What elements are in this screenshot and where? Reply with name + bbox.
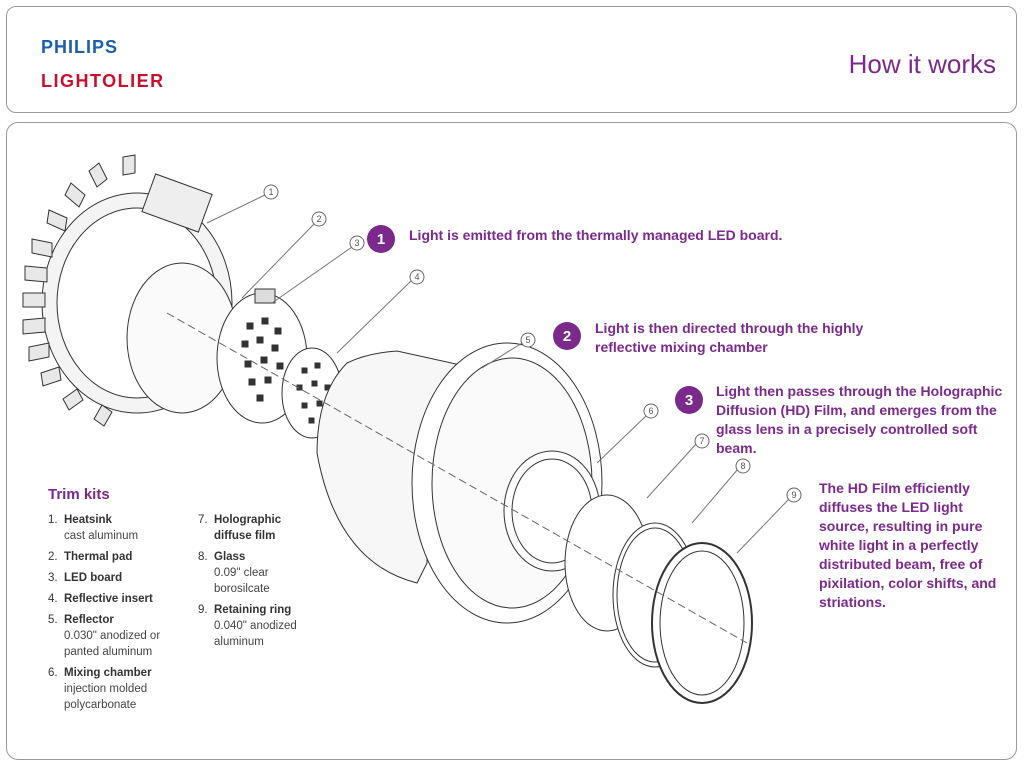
trim-kit-body: Heatsink cast aluminum (64, 512, 138, 544)
callout-5: 5 (520, 332, 536, 348)
svg-text:3: 3 (354, 238, 359, 248)
trim-kit-description: 0.030" anodized or panted aluminum (64, 630, 161, 658)
svg-text:4: 4 (414, 272, 419, 282)
trim-kit-body: Mixing chamber injection molded polycarbo… (64, 665, 198, 713)
trim-kit-item: 4. Reflective insert (48, 591, 198, 607)
trim-kit-item: 1. Heatsink cast aluminum (48, 512, 198, 544)
trim-kit-body: LED board (64, 570, 122, 586)
trim-kit-name: Reflective insert (64, 593, 153, 605)
trim-kit-item: 5. Reflector 0.030" anodized or panted alu… (48, 612, 198, 660)
trim-kit-number: 1. (48, 514, 58, 526)
trim-kit-name: Holographic diffuse film (214, 514, 282, 542)
step-badge-1: 1 (367, 225, 395, 253)
philips-logo: PHILIPS (41, 37, 119, 57)
callout-8: 8 (735, 458, 751, 474)
step-badge-2: 2 (553, 322, 581, 350)
trim-kit-number: 4. (48, 593, 58, 605)
trim-kit-body: Reflector 0.030" anodized or panted alumi… (64, 612, 198, 660)
trim-kit-number: 5. (48, 614, 58, 626)
trim-kit-body: Reflective insert (64, 591, 153, 607)
svg-text:9: 9 (791, 490, 796, 500)
trim-kit-number: 9. (198, 604, 208, 616)
trim-kit-description: 0.040" anodized aluminum (214, 620, 297, 648)
trim-kit-body: Retaining ring 0.040" anodized aluminum (214, 602, 318, 650)
trim-kit-item: 7. Holographic diffuse film (198, 512, 318, 544)
trim-kit-name: Glass (214, 551, 246, 563)
heatsink-drawing (22, 154, 238, 427)
trim-kit-number: 2. (48, 551, 58, 563)
trim-kit-body: Glass 0.09" clear borosilcate (214, 549, 318, 597)
header-panel: PHILIPS LIGHTOLIER How it works (6, 6, 1017, 113)
step-badge-3: 3 (675, 386, 703, 414)
trim-kit-item: 6. Mixing chamber injection molded polycar… (48, 665, 198, 713)
callouts: 1 2 3 4 5 6 7 8 9 (263, 184, 802, 503)
callout-1: 1 (263, 184, 279, 200)
trim-kit-item: 8. Glass 0.09" clear borosilcate (198, 549, 318, 597)
retaining-ring-drawing (651, 542, 753, 704)
svg-text:6: 6 (648, 406, 653, 416)
trim-kit-description: 0.09" clear borosilcate (214, 567, 270, 595)
trim-kits-list-left: 1. Heatsink cast aluminum 2. Thermal pad 3. LE… (48, 512, 198, 718)
trim-kit-item: 9. Retaining ring 0.040" anodized aluminum (198, 602, 318, 650)
svg-text:2: 2 (316, 214, 321, 224)
main-panel: 1 2 3 4 5 6 7 8 9 (6, 122, 1017, 760)
trim-kit-number: 3. (48, 572, 58, 584)
step-text-2: Light is then directed through the highl… (595, 320, 864, 355)
step-text-3: Light then passes through the Holographi… (716, 383, 1003, 456)
trim-kit-number: 8. (198, 551, 208, 563)
exploded-luminaire-diagram: 1 2 3 4 5 6 7 8 9 (22, 154, 802, 704)
page-title: How it works (848, 49, 996, 79)
trim-kits-list-right: 7. Holographic diffuse film 8. Glass 0.09" c… (198, 512, 318, 655)
trim-kit-number: 7. (198, 514, 208, 526)
trim-kits-title: Trim kits (48, 486, 110, 503)
trim-kit-name: Mixing chamber (64, 667, 152, 679)
trim-kit-body: Holographic diffuse film (214, 512, 318, 544)
trim-kit-item: 2. Thermal pad (48, 549, 198, 565)
callout-2: 2 (311, 211, 327, 227)
trim-kit-name: Thermal pad (64, 551, 133, 563)
svg-text:8: 8 (740, 461, 745, 471)
trim-kit-description: cast aluminum (64, 530, 139, 542)
trim-kit-number: 6. (48, 667, 58, 679)
step-text-1: Light is emitted from the thermally mana… (409, 227, 783, 243)
svg-text:7: 7 (699, 436, 704, 446)
trim-kit-item: 3. LED board (48, 570, 198, 586)
trim-kit-name: Retaining ring (214, 604, 292, 616)
callout-3: 3 (349, 235, 365, 251)
hd-film-description: The HD Film efficiently diffuses the LED… (819, 480, 997, 610)
callout-4: 4 (409, 269, 425, 285)
callout-9: 9 (786, 487, 802, 503)
callout-6: 6 (643, 403, 659, 419)
svg-text:1: 1 (268, 187, 273, 197)
callout-7: 7 (694, 433, 710, 449)
trim-kit-name: Reflector (64, 614, 114, 626)
trim-kit-name: LED board (64, 572, 123, 584)
trim-kit-description: injection molded polycarbonate (64, 683, 148, 711)
trim-kit-name: Heatsink (64, 514, 112, 526)
trim-kit-body: Thermal pad (64, 549, 132, 565)
svg-text:5: 5 (525, 335, 530, 345)
lightolier-logo: LIGHTOLIER (41, 71, 165, 91)
